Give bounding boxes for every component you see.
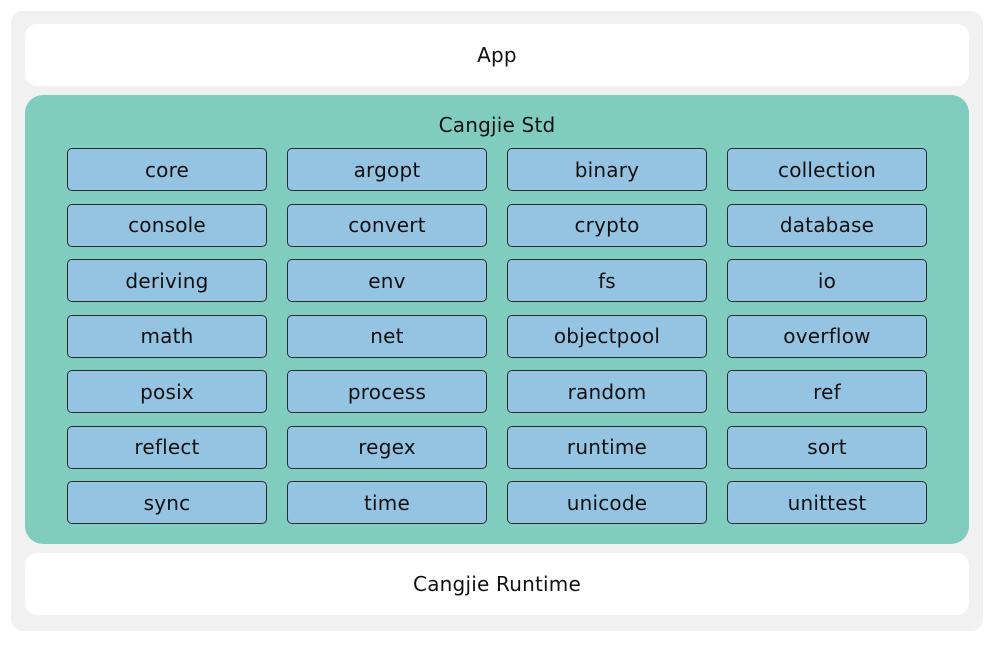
module-io: io (727, 259, 927, 302)
module-collection: collection (727, 148, 927, 191)
module-argopt: argopt (287, 148, 487, 191)
module-deriving: deriving (67, 259, 267, 302)
runtime-layer-label: Cangjie Runtime (413, 572, 581, 596)
module-unicode: unicode (507, 481, 707, 524)
module-overflow: overflow (727, 314, 927, 358)
module-reflect: reflect (67, 425, 267, 469)
module-ref: ref (727, 370, 927, 413)
module-fs: fs (507, 259, 707, 302)
std-library-title: Cangjie Std (438, 113, 556, 137)
module-math: math (67, 314, 267, 358)
module-runtime: runtime (507, 425, 707, 469)
runtime-layer: Cangjie Runtime (25, 553, 969, 615)
module-env: env (287, 259, 487, 302)
module-objectpool: objectpool (507, 314, 707, 358)
module-console: console (67, 203, 267, 247)
module-core: core (67, 148, 267, 191)
module-regex: regex (287, 425, 487, 469)
module-posix: posix (67, 370, 267, 413)
module-convert: convert (287, 203, 487, 247)
module-database: database (727, 203, 927, 247)
module-process: process (287, 370, 487, 413)
app-layer: App (25, 24, 969, 86)
module-sync: sync (67, 481, 267, 524)
module-random: random (507, 370, 707, 413)
module-sort: sort (727, 425, 927, 469)
app-layer-label: App (477, 43, 517, 67)
module-time: time (287, 481, 487, 524)
module-unittest: unittest (727, 481, 927, 524)
module-grid: core argopt binary collection console convert… (67, 148, 927, 524)
module-net: net (287, 314, 487, 358)
module-crypto: crypto (507, 203, 707, 247)
module-binary: binary (507, 148, 707, 191)
